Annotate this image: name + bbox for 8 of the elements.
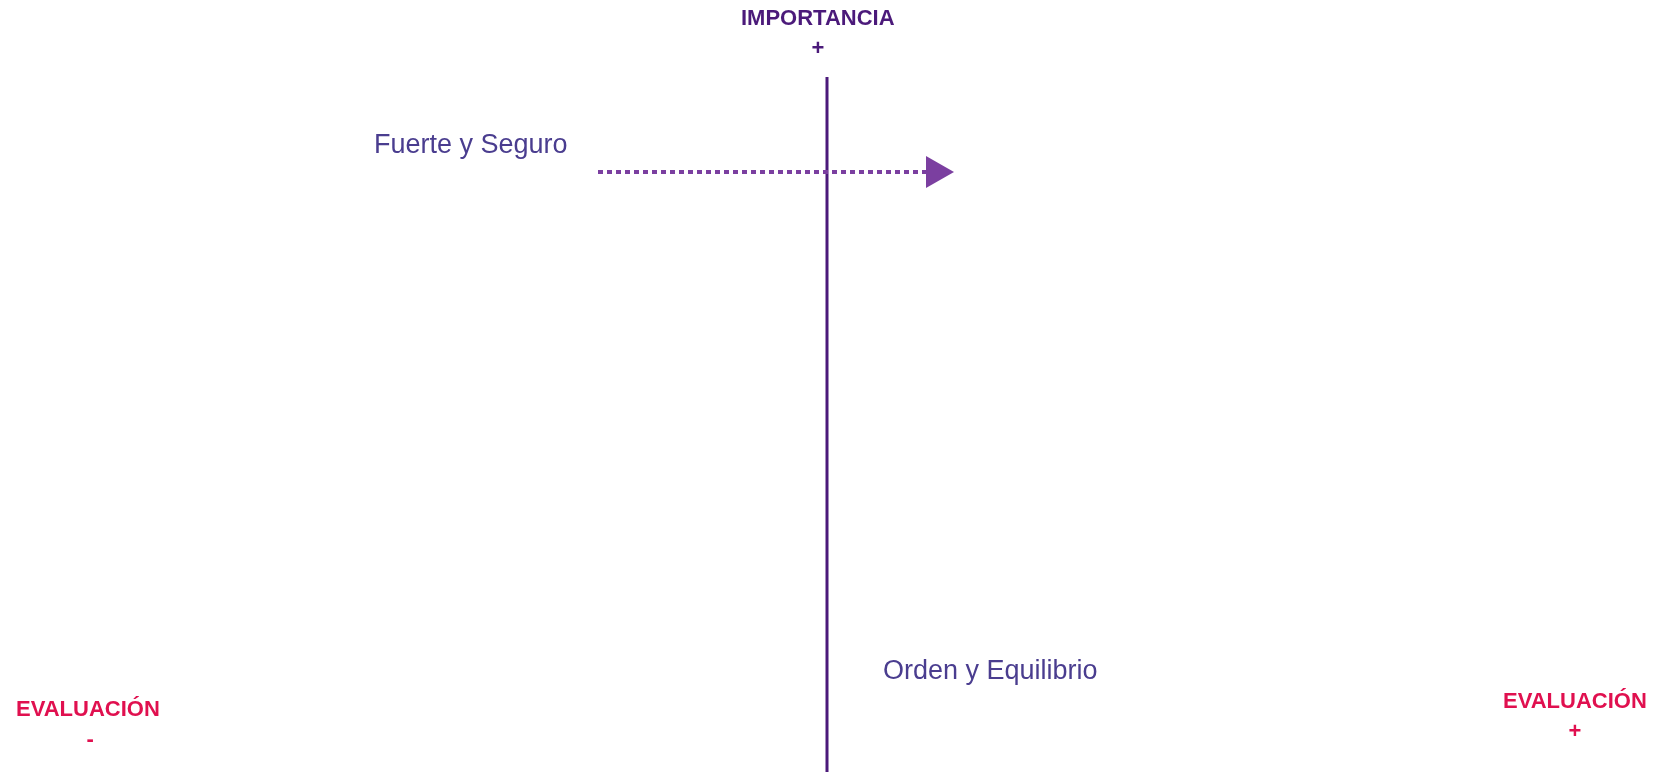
axis-label: EVALUACIÓN	[1503, 689, 1647, 714]
axis-label: EVALUACIÓN	[16, 697, 160, 722]
axis-sign: +	[811, 36, 825, 61]
axis-sign: +	[1568, 719, 1582, 744]
axis-sign: -	[86, 727, 94, 752]
quadrant-label: Fuerte y Seguro	[374, 130, 568, 160]
axis-label: IMPORTANCIA	[741, 6, 895, 31]
quadrant-label: Orden y Equilibrio	[883, 656, 1098, 686]
